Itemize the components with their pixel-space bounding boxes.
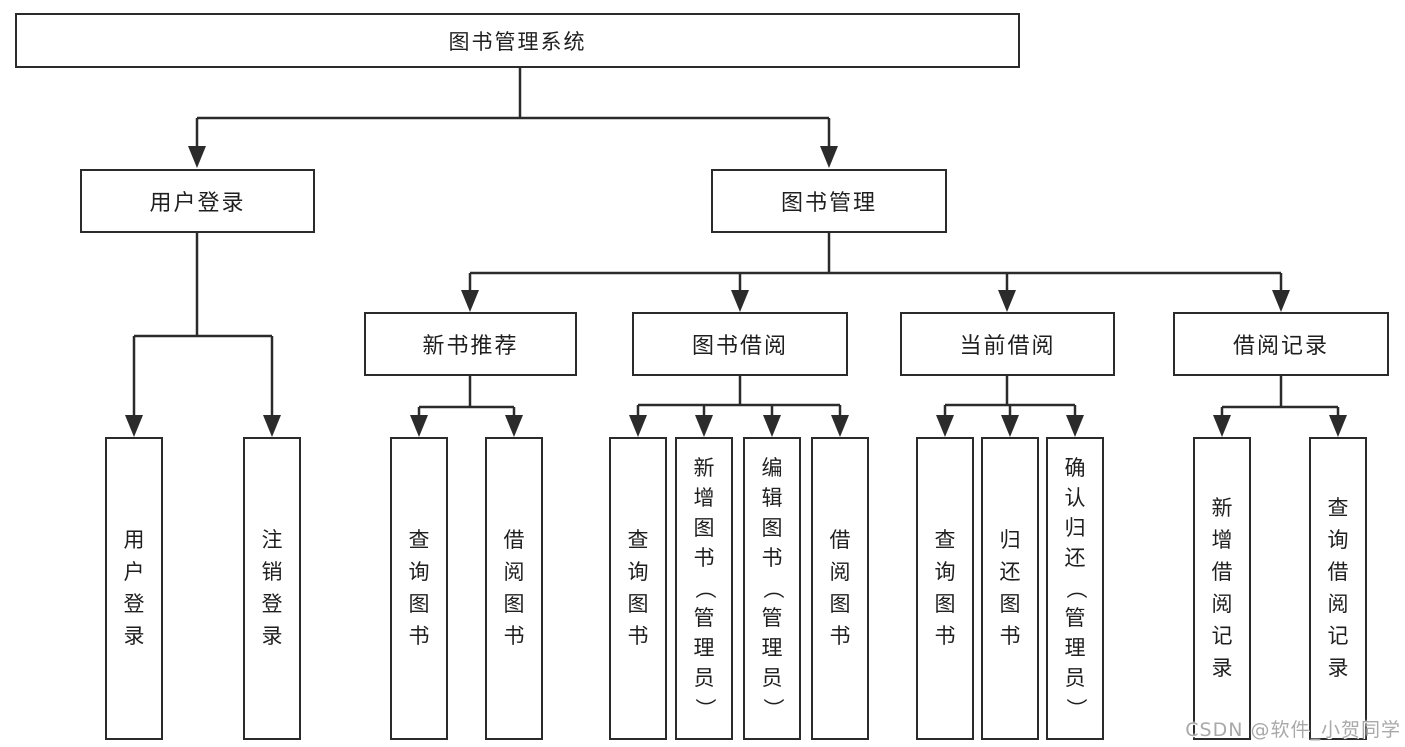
arrow-down-icon xyxy=(1066,415,1084,437)
node-label: 借阅图书 xyxy=(503,528,525,648)
arrow-down-icon xyxy=(831,415,849,437)
leaf-query-borrow-record: 查询借阅记录 xyxy=(1309,437,1367,740)
leaf-query-book-recommend: 查询图书 xyxy=(390,437,448,740)
watermark: CSDN @软件_小贺同学 xyxy=(1185,719,1401,741)
tree-branch-lines xyxy=(132,68,1340,417)
node-current-borrow: 当前借阅 xyxy=(900,312,1115,376)
node-label: 图书管理 xyxy=(780,191,877,216)
arrow-down-icon xyxy=(1329,415,1347,437)
arrow-down-icon xyxy=(820,146,838,168)
node-label: 查询借阅记录 xyxy=(1327,496,1349,680)
node-book-borrow: 图书借阅 xyxy=(632,312,848,376)
arrow-down-icon xyxy=(263,415,281,437)
arrow-down-icon xyxy=(188,146,206,168)
leaf-query-book-current: 查询图书 xyxy=(916,437,974,740)
node-label: 新增图书（管理员） xyxy=(692,456,717,720)
arrow-down-icon xyxy=(461,290,479,312)
arrow-down-icon xyxy=(1213,415,1231,437)
node-label: 注销登录 xyxy=(261,528,283,648)
arrow-down-icon xyxy=(998,290,1016,312)
node-new-book-recommend: 新书推荐 xyxy=(364,312,577,376)
node-label: 新增借阅记录 xyxy=(1211,496,1233,680)
node-label: 查询图书 xyxy=(934,528,956,648)
node-user-login: 用户登录 xyxy=(80,169,315,233)
arrow-down-icon xyxy=(1001,415,1019,437)
leaf-return-book: 归还图书 xyxy=(981,437,1039,740)
arrow-down-icon xyxy=(731,290,749,312)
node-label: 编辑图书（管理员） xyxy=(760,456,785,720)
leaf-add-borrow-record: 新增借阅记录 xyxy=(1193,437,1251,740)
leaf-edit-book-admin: 编辑图书（管理员） xyxy=(743,437,801,740)
leaf-user-login: 用户登录 xyxy=(105,437,163,740)
arrow-down-icon xyxy=(505,415,523,437)
node-label: 当前借阅 xyxy=(959,334,1056,359)
leaf-borrow-book-recommend: 借阅图书 xyxy=(485,437,543,740)
arrow-down-icon xyxy=(695,415,713,437)
leaf-query-book-borrow: 查询图书 xyxy=(609,437,667,740)
arrow-down-icon xyxy=(410,415,428,437)
leaf-logout: 注销登录 xyxy=(243,437,301,740)
arrow-down-icon xyxy=(936,415,954,437)
leaf-add-book-admin: 新增图书（管理员） xyxy=(675,437,733,740)
leaf-confirm-return-admin: 确认归还（管理员） xyxy=(1046,437,1104,740)
arrow-down-icon xyxy=(629,415,647,437)
arrow-down-icon xyxy=(125,415,143,437)
node-label: 图书借阅 xyxy=(691,334,788,359)
node-label: 图书管理系统 xyxy=(448,29,587,54)
node-label: 借阅图书 xyxy=(829,528,851,648)
node-label: 用户登录 xyxy=(123,528,145,648)
arrow-down-icon xyxy=(1272,290,1290,312)
node-root-system: 图书管理系统 xyxy=(15,13,1020,68)
node-label: 查询图书 xyxy=(408,528,430,648)
node-label: 查询图书 xyxy=(627,528,649,648)
node-label: 借阅记录 xyxy=(1232,334,1329,359)
node-label: 归还图书 xyxy=(999,528,1021,648)
arrow-down-icon xyxy=(763,415,781,437)
node-borrow-record: 借阅记录 xyxy=(1173,312,1389,376)
node-book-management: 图书管理 xyxy=(711,169,947,233)
leaf-borrow-book: 借阅图书 xyxy=(811,437,869,740)
node-label: 新书推荐 xyxy=(422,334,519,359)
node-label: 确认归还（管理员） xyxy=(1063,456,1088,720)
node-label: 用户登录 xyxy=(149,191,246,216)
